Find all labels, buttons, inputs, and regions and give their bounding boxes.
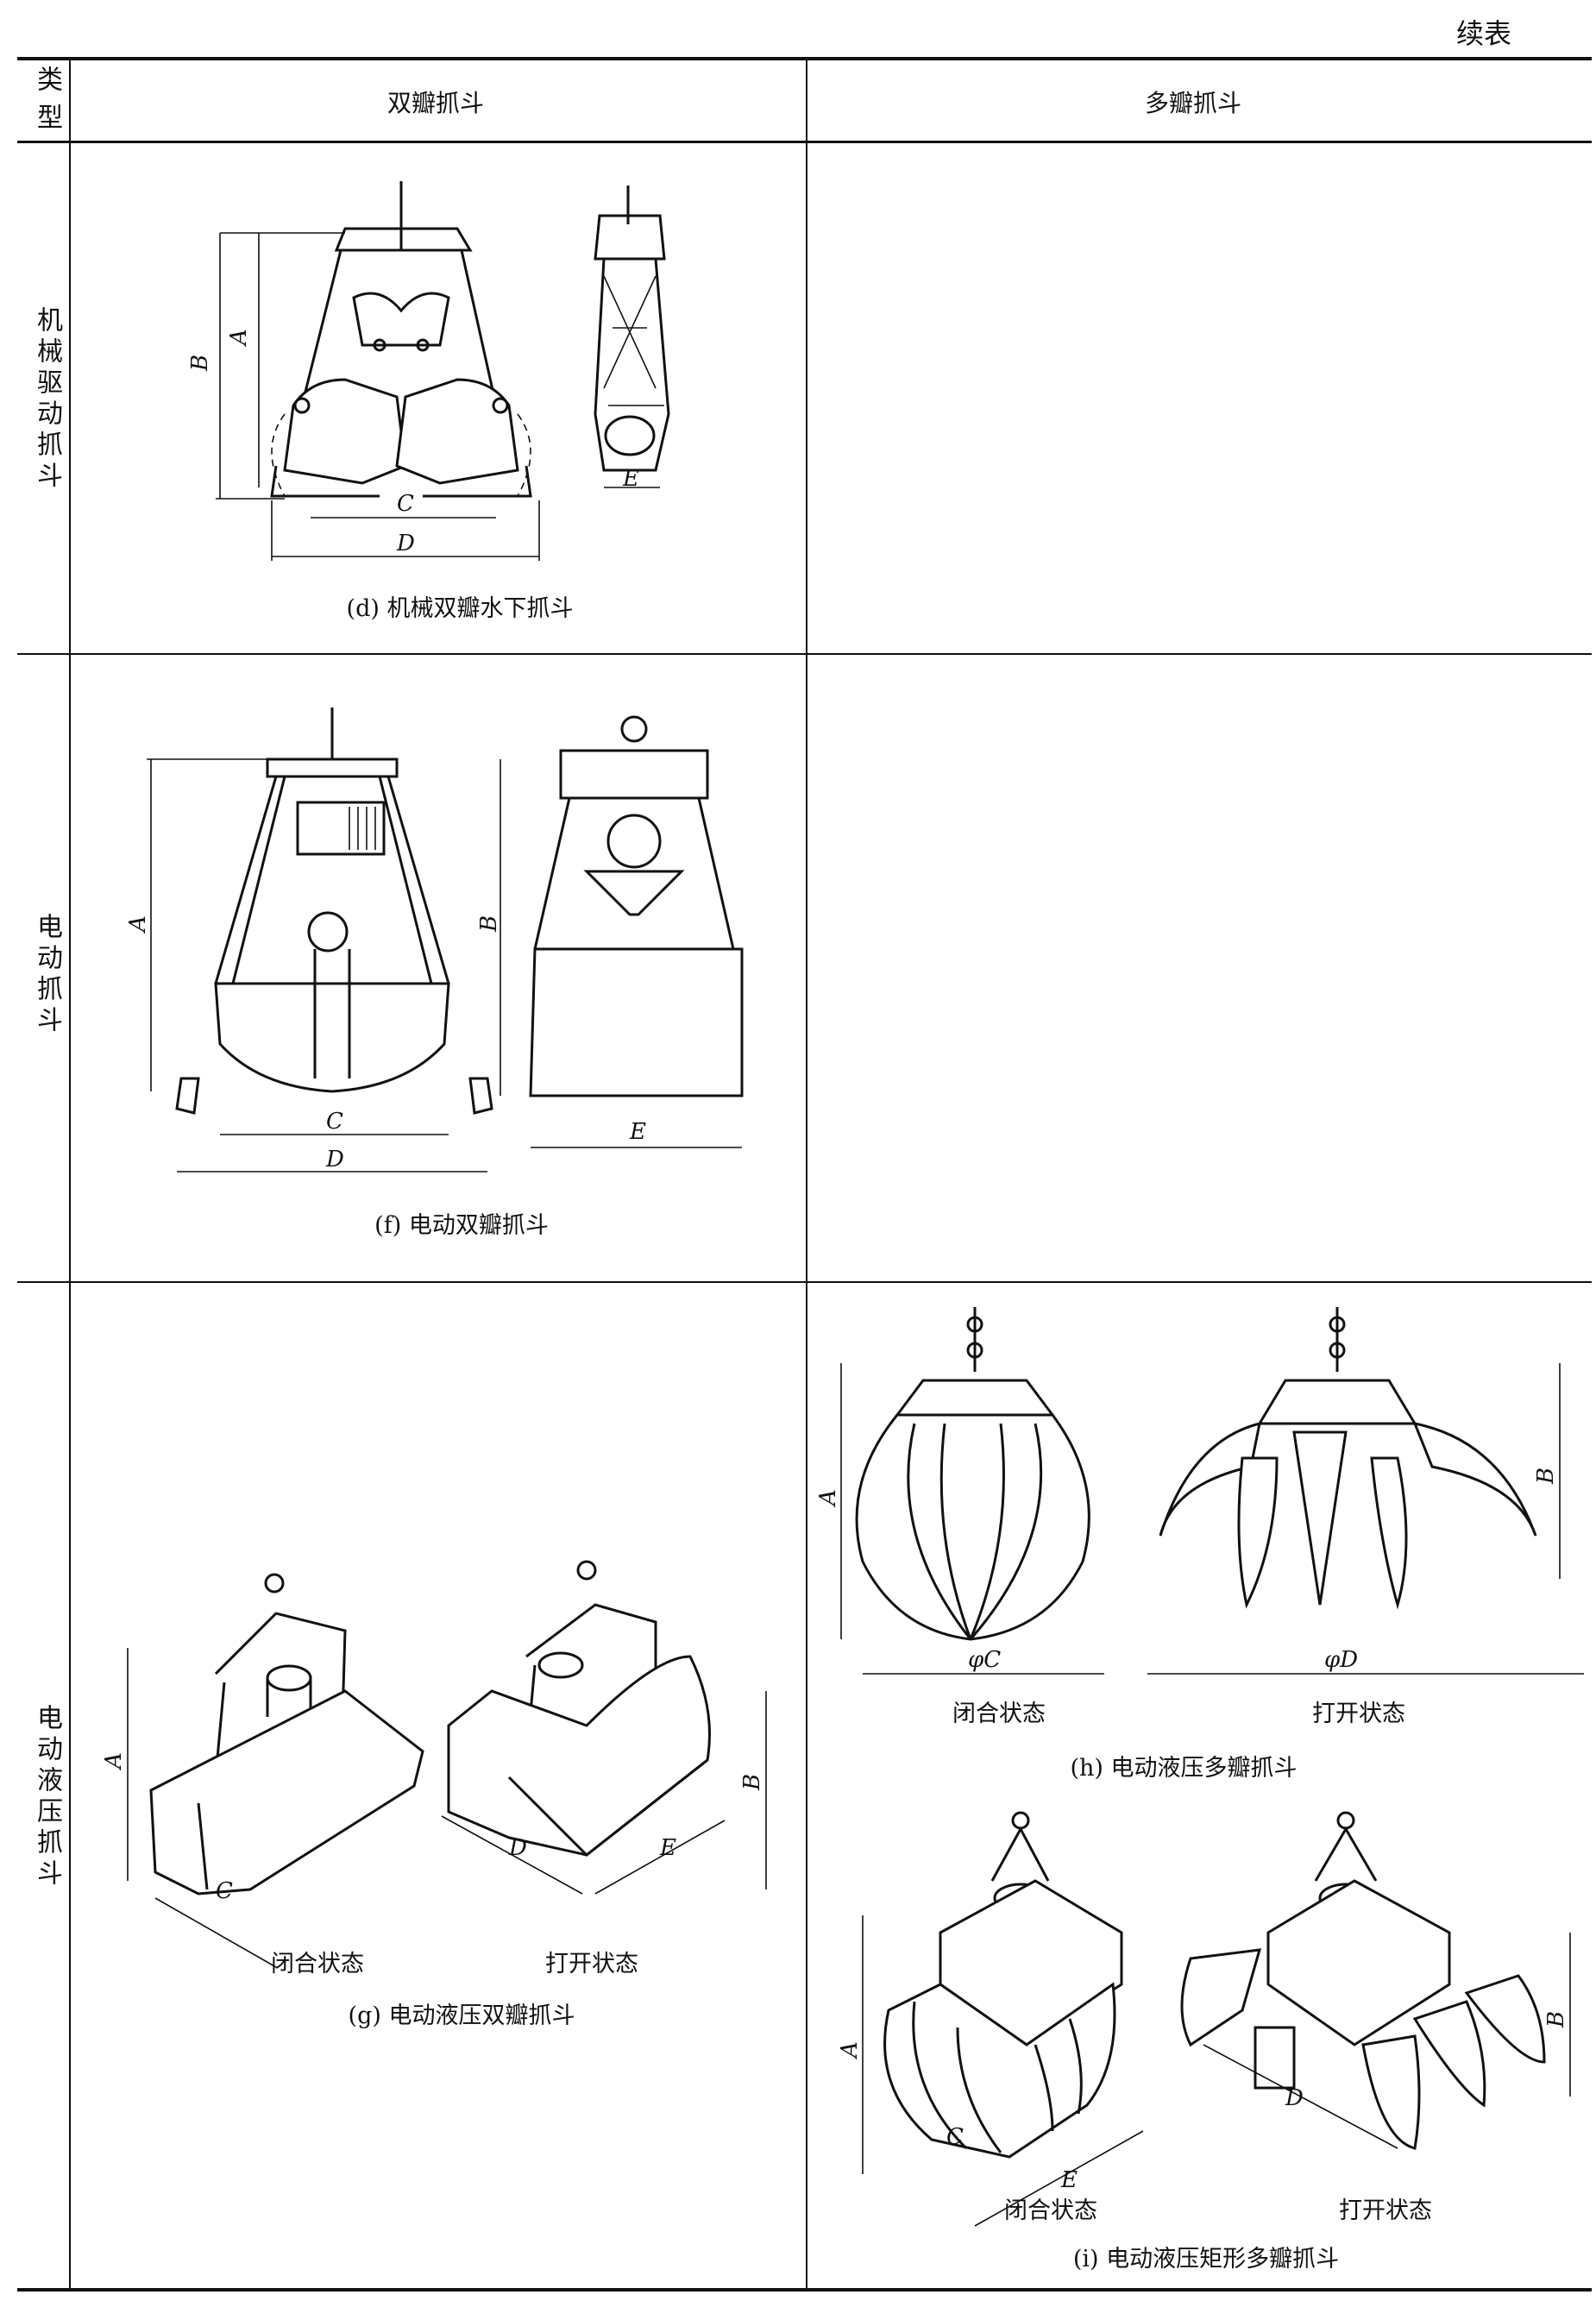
figure-g-closed-view: A C bbox=[101, 1573, 424, 1968]
row-divider bbox=[17, 1281, 1592, 1283]
dim-B: B bbox=[1543, 2011, 1569, 2028]
dim-A: A bbox=[226, 329, 252, 347]
row-divider bbox=[17, 653, 1592, 655]
row-type-electric: 电动抓斗 bbox=[32, 913, 62, 1037]
dim-phi-C: φC bbox=[968, 1647, 1001, 1673]
dim-C: C bbox=[216, 1878, 233, 1904]
figure-g-closed-label: 闭合状态 bbox=[271, 1951, 364, 1977]
dim-B: B bbox=[739, 1774, 765, 1791]
header-two-jaw-grab: 双瓣抓斗 bbox=[386, 89, 485, 117]
dim-A: A bbox=[837, 2041, 863, 2059]
figure-g-open-label: 打开状态 bbox=[545, 1951, 638, 1977]
table-top-rule bbox=[17, 57, 1592, 60]
dim-D: D bbox=[325, 1147, 344, 1173]
figure-i-open-label: 打开状态 bbox=[1339, 2197, 1432, 2224]
dim-A: A bbox=[101, 1752, 127, 1770]
header-bottom-rule bbox=[17, 141, 1592, 143]
header-multi-jaw-grab: 多瓣抓斗 bbox=[1144, 89, 1242, 117]
figure-h-open-view: B φD bbox=[1147, 1307, 1584, 1675]
figure-g-caption: (g) 电动液压双瓣抓斗 bbox=[348, 2002, 575, 2029]
header-type-label: 类型 bbox=[32, 66, 62, 141]
figure-i-caption: (i) 电动液压矩形多瓣抓斗 bbox=[1072, 2246, 1340, 2273]
dim-E: E bbox=[622, 466, 639, 492]
figure-i-closed-view: A C E bbox=[837, 1811, 1144, 2227]
row-type-mechanical: 机械驱动抓斗 bbox=[32, 306, 62, 493]
figure-g-open-view: B D E bbox=[441, 1560, 767, 1895]
dim-A: A bbox=[125, 915, 151, 934]
figure-d-front-view: A B C D bbox=[187, 181, 540, 561]
type-column-divider bbox=[69, 59, 71, 2290]
dim-D: D bbox=[396, 531, 415, 556]
figure-h-open-label: 打开状态 bbox=[1312, 1701, 1405, 1727]
dim-D: D bbox=[1285, 2085, 1304, 2111]
figure-i-closed-label: 闭合状态 bbox=[1004, 2197, 1097, 2224]
figure-i-open-view: B D bbox=[1180, 1811, 1571, 2150]
figure-f-front-view: A C D bbox=[125, 707, 493, 1173]
dim-E: E bbox=[1060, 2167, 1078, 2193]
figure-h-closed-label: 闭合状态 bbox=[952, 1701, 1046, 1727]
row-type-electro-hydraulic: 电动液压抓斗 bbox=[32, 1704, 62, 1890]
dim-B: B bbox=[476, 915, 502, 933]
continued-label: 续表 bbox=[1456, 17, 1512, 50]
dim-E: E bbox=[629, 1119, 646, 1145]
table-bottom-rule bbox=[17, 2288, 1592, 2292]
figure-d-caption: (d) 机械双瓣水下抓斗 bbox=[346, 595, 574, 622]
figure-f-side-view: B E bbox=[476, 715, 744, 1148]
dim-C: C bbox=[397, 491, 414, 517]
figure-h-caption: (h) 电动液压多瓣抓斗 bbox=[1070, 1755, 1298, 1782]
figure-f-caption: (f) 电动双瓣抓斗 bbox=[374, 1212, 549, 1239]
dim-D: D bbox=[508, 1835, 527, 1861]
dim-B: B bbox=[187, 355, 213, 372]
dim-A: A bbox=[815, 1489, 841, 1507]
dim-phi-D: φD bbox=[1324, 1647, 1358, 1673]
dim-E: E bbox=[659, 1835, 676, 1861]
jaw-column-divider bbox=[806, 59, 807, 2290]
dim-C: C bbox=[326, 1109, 343, 1135]
dim-B: B bbox=[1533, 1468, 1559, 1485]
figure-d-side-view: E bbox=[594, 185, 670, 492]
figure-h-closed-view: A φC bbox=[815, 1307, 1104, 1675]
dim-C: C bbox=[946, 2124, 964, 2150]
